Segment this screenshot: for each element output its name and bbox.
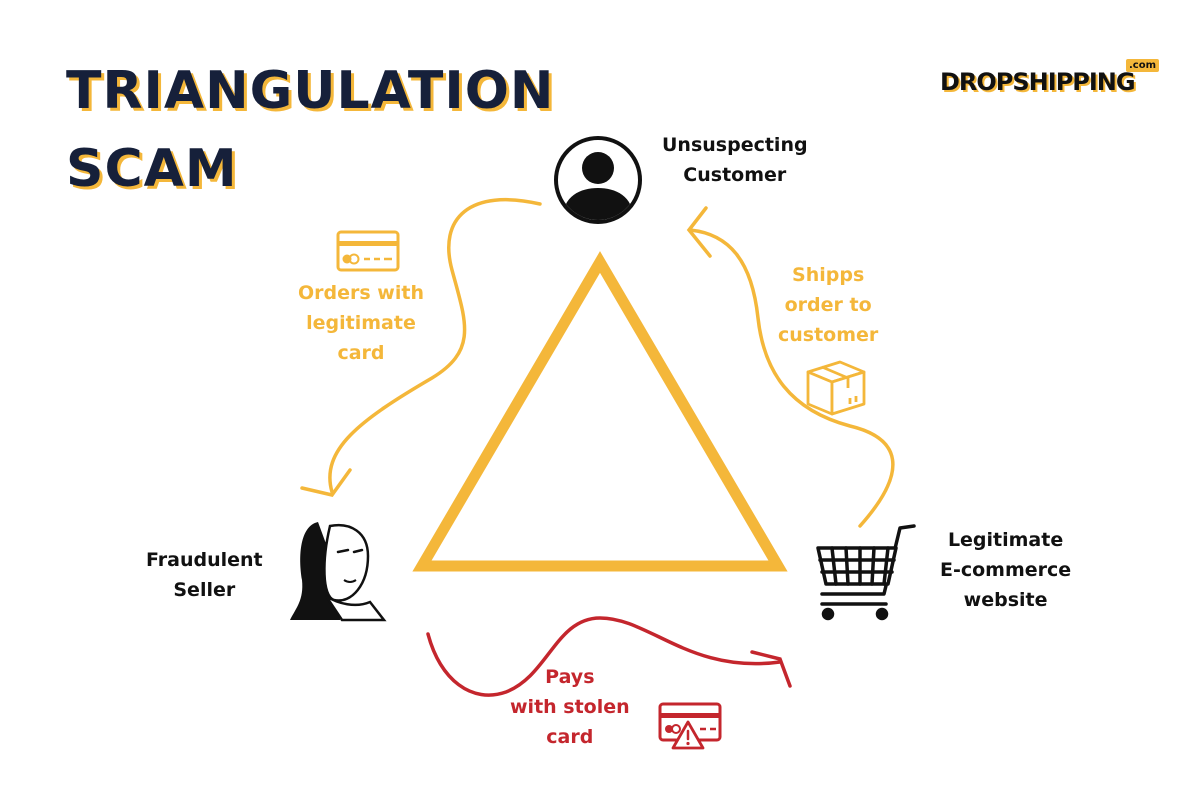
center-triangle [412,251,788,572]
brand-logo[interactable]: DROPSHIPPING .com [940,59,1160,104]
ships-arrow [686,206,895,528]
page-title: TRIANGULATION SCAM [66,52,554,208]
stolen-card-icon [658,702,722,750]
ships-flow-label: Shipps order to customer [778,264,879,346]
customer-label: Unsuspecting Customer [662,134,808,186]
orders-arrow [300,198,542,497]
mask-icon [290,522,387,622]
orders-flow-label: Orders with legitimate card [298,282,424,364]
user-icon [554,136,642,224]
pays-flow-label: Pays with stolen card [510,666,630,748]
website-label: Legitimate E-commerce website [940,529,1072,611]
pays-arrow [426,616,792,697]
cart-icon [816,524,916,621]
title-line-1: TRIANGULATION [66,61,555,121]
logo-tld-badge: .com [1126,59,1160,72]
package-icon [806,360,866,416]
title-line-2: SCAM [66,139,238,199]
logo-text: DROPSHIPPING [940,68,1136,96]
seller-label: Fraudulent Seller [146,549,263,601]
credit-card-icon [336,230,400,272]
